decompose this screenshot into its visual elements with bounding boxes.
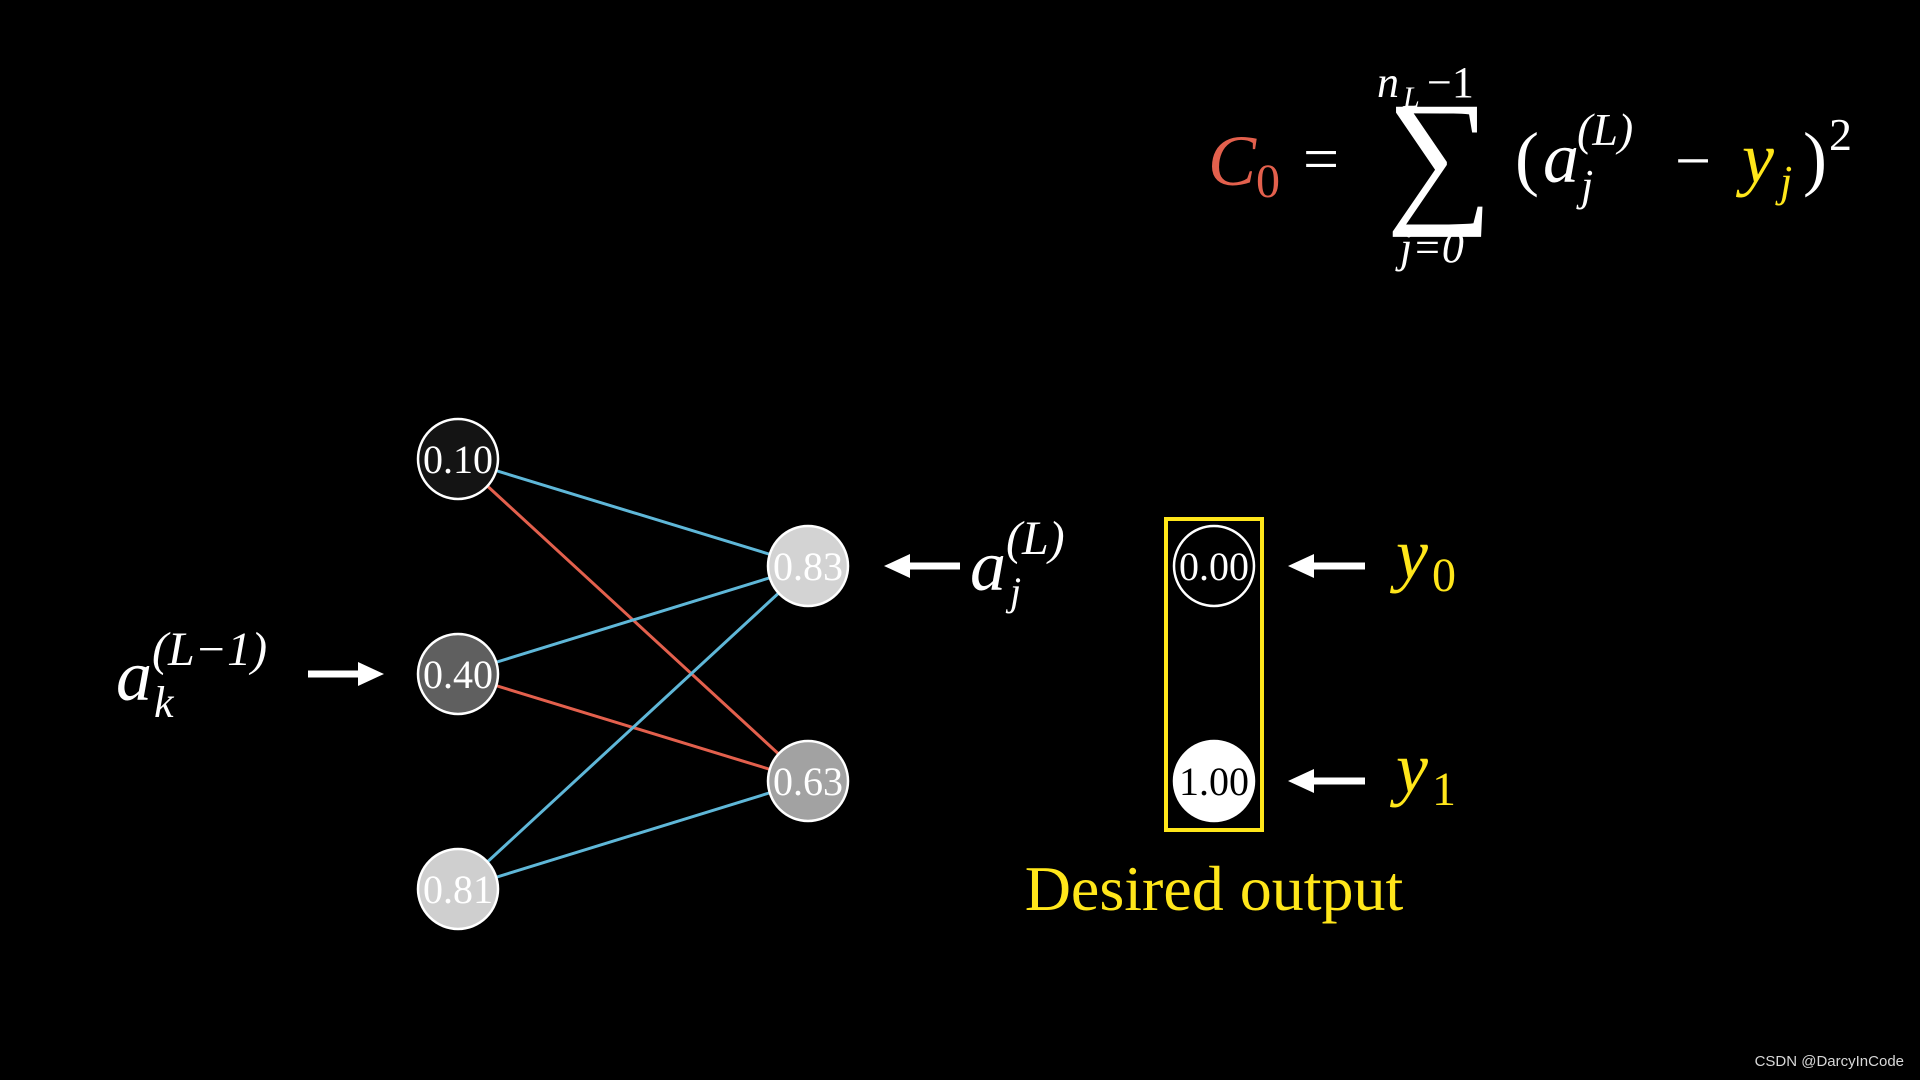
desired-label-1-sub: 1 bbox=[1432, 763, 1456, 816]
desired-output-caption: Desired output bbox=[1025, 853, 1404, 924]
desired-label-0-sub: 0 bbox=[1432, 549, 1456, 602]
input-neuron-2-value: 0.81 bbox=[423, 867, 493, 912]
close-paren: ) bbox=[1803, 118, 1827, 198]
input-neuron-1-value: 0.40 bbox=[423, 652, 493, 697]
sum-upper-rest: −1 bbox=[1427, 58, 1474, 107]
weight-connections bbox=[456, 457, 810, 891]
connection-1-0 bbox=[457, 564, 809, 676]
desired-neuron-0-circle bbox=[1172, 524, 1256, 608]
input-neuron-2: 0.81 bbox=[416, 847, 500, 931]
activation-sub: j bbox=[1576, 161, 1593, 210]
desired-output-box bbox=[1164, 517, 1264, 832]
output-activation-label: a (L) j bbox=[970, 512, 1065, 614]
neurons: 0.10 0.40 0.81 0.83 0.63 bbox=[416, 417, 850, 931]
input-neuron-1: 0.40 bbox=[416, 632, 500, 716]
desired-label-0-base: y bbox=[1389, 514, 1428, 594]
input-neuron-2-circle bbox=[416, 847, 500, 931]
input-label-base: a bbox=[116, 636, 152, 716]
desired-label-1: y 1 bbox=[1389, 728, 1456, 816]
target-base: y bbox=[1735, 118, 1774, 198]
input-neuron-1-circle bbox=[416, 632, 500, 716]
target-sub: j bbox=[1775, 157, 1792, 206]
input-activation-label: a (L−1) k bbox=[116, 623, 267, 727]
activation-base: a bbox=[1543, 118, 1579, 198]
activation-sup: (L) bbox=[1577, 104, 1633, 155]
open-paren: ( bbox=[1515, 118, 1539, 198]
output-label-sub: j bbox=[1005, 569, 1021, 614]
input-neuron-0-circle bbox=[416, 417, 500, 501]
output-label-base: a bbox=[970, 526, 1006, 606]
input-label-sub: k bbox=[154, 678, 175, 727]
output-neuron-1-circle bbox=[766, 739, 850, 823]
output-arrow-icon bbox=[884, 554, 960, 578]
sum-upper-n: n bbox=[1377, 58, 1399, 107]
connection-2-1 bbox=[457, 779, 809, 891]
cost-symbol: C bbox=[1208, 121, 1257, 201]
input-neuron-0-value: 0.10 bbox=[423, 437, 493, 482]
desired-neuron-0-value: 0.00 bbox=[1179, 544, 1249, 589]
input-label-sup: (L−1) bbox=[152, 623, 267, 676]
output-neuron-0-circle bbox=[766, 524, 850, 608]
input-neuron-0: 0.10 bbox=[416, 417, 500, 501]
desired-arrow-icon-0 bbox=[1288, 554, 1365, 578]
output-neuron-1-value: 0.63 bbox=[773, 759, 843, 804]
cost-subscript: 0 bbox=[1256, 155, 1280, 208]
output-neuron-1: 0.63 bbox=[766, 739, 850, 823]
desired-arrow-icon-1 bbox=[1288, 769, 1365, 793]
desired-label-0: y 0 bbox=[1389, 514, 1456, 602]
equals-sign: = bbox=[1303, 123, 1339, 194]
connection-2-0 bbox=[456, 564, 810, 891]
desired-neuron-1: 1.00 bbox=[1172, 739, 1256, 823]
cost-formula: C 0 = ∑ n L −1 j=0 ( a (L) j − y j ) 2 bbox=[1208, 58, 1852, 272]
minus-sign: − bbox=[1675, 125, 1711, 196]
connection-0-0 bbox=[457, 457, 809, 568]
exponent: 2 bbox=[1829, 109, 1852, 160]
sum-lower: j=0 bbox=[1395, 223, 1464, 272]
sum-symbol: ∑ bbox=[1386, 72, 1493, 238]
input-arrow-icon bbox=[308, 662, 384, 686]
desired-output-neurons: 0.00 1.00 bbox=[1172, 524, 1256, 823]
sum-upper-l: L bbox=[1402, 81, 1420, 114]
desired-neuron-1-circle bbox=[1172, 739, 1256, 823]
desired-neuron-1-value: 1.00 bbox=[1179, 759, 1249, 804]
output-neuron-0-value: 0.83 bbox=[773, 544, 843, 589]
desired-neuron-0: 0.00 bbox=[1172, 524, 1256, 608]
output-label-sup: (L) bbox=[1006, 512, 1065, 565]
watermark: CSDN @DarcyInCode bbox=[1754, 1053, 1904, 1070]
output-neuron-0: 0.83 bbox=[766, 524, 850, 608]
desired-label-1-base: y bbox=[1389, 728, 1428, 808]
